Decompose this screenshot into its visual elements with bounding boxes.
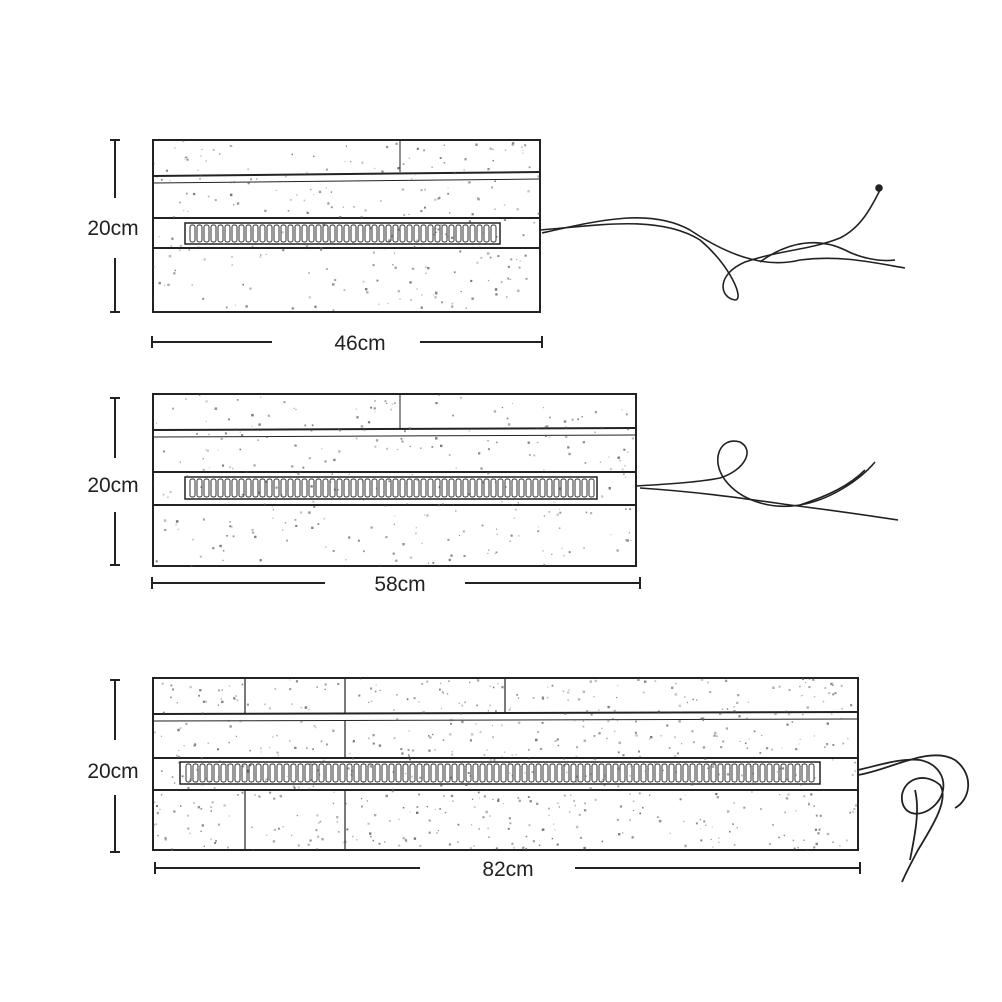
roll-medium-body	[152, 393, 637, 567]
fabric-texture-speckles	[153, 140, 858, 851]
roll-medium-height-label: 20cm	[87, 474, 138, 497]
roll-large-body	[152, 677, 859, 851]
roll-large-width-label: 82cm	[482, 858, 533, 881]
roll-medium: 20cm 58cm	[87, 393, 899, 596]
roll-large-elastic-band	[179, 761, 821, 785]
roll-medium-elastic-band	[184, 476, 598, 500]
roll-small-body	[152, 139, 541, 313]
roll-large-tie-string	[857, 754, 970, 883]
roll-small: 20cm 46cm	[87, 139, 906, 355]
roll-medium-height-dimension	[110, 397, 120, 566]
roll-large-height-dimension	[110, 679, 120, 853]
roll-small-elastic-band	[184, 222, 501, 245]
roll-small-tie-string	[539, 184, 906, 301]
roll-large-height-label: 20cm	[87, 760, 138, 783]
roll-small-height-label: 20cm	[87, 217, 138, 240]
roll-medium-width-dimension	[151, 577, 641, 589]
roll-small-height-dimension	[110, 139, 120, 313]
roll-large: 20cm 82cm	[87, 677, 970, 883]
roll-small-width-dimension	[151, 336, 543, 348]
roll-medium-tie-string	[635, 440, 899, 521]
roll-large-width-dimension	[154, 862, 861, 874]
roll-medium-width-label: 58cm	[374, 573, 425, 596]
roll-small-width-label: 46cm	[334, 332, 385, 355]
